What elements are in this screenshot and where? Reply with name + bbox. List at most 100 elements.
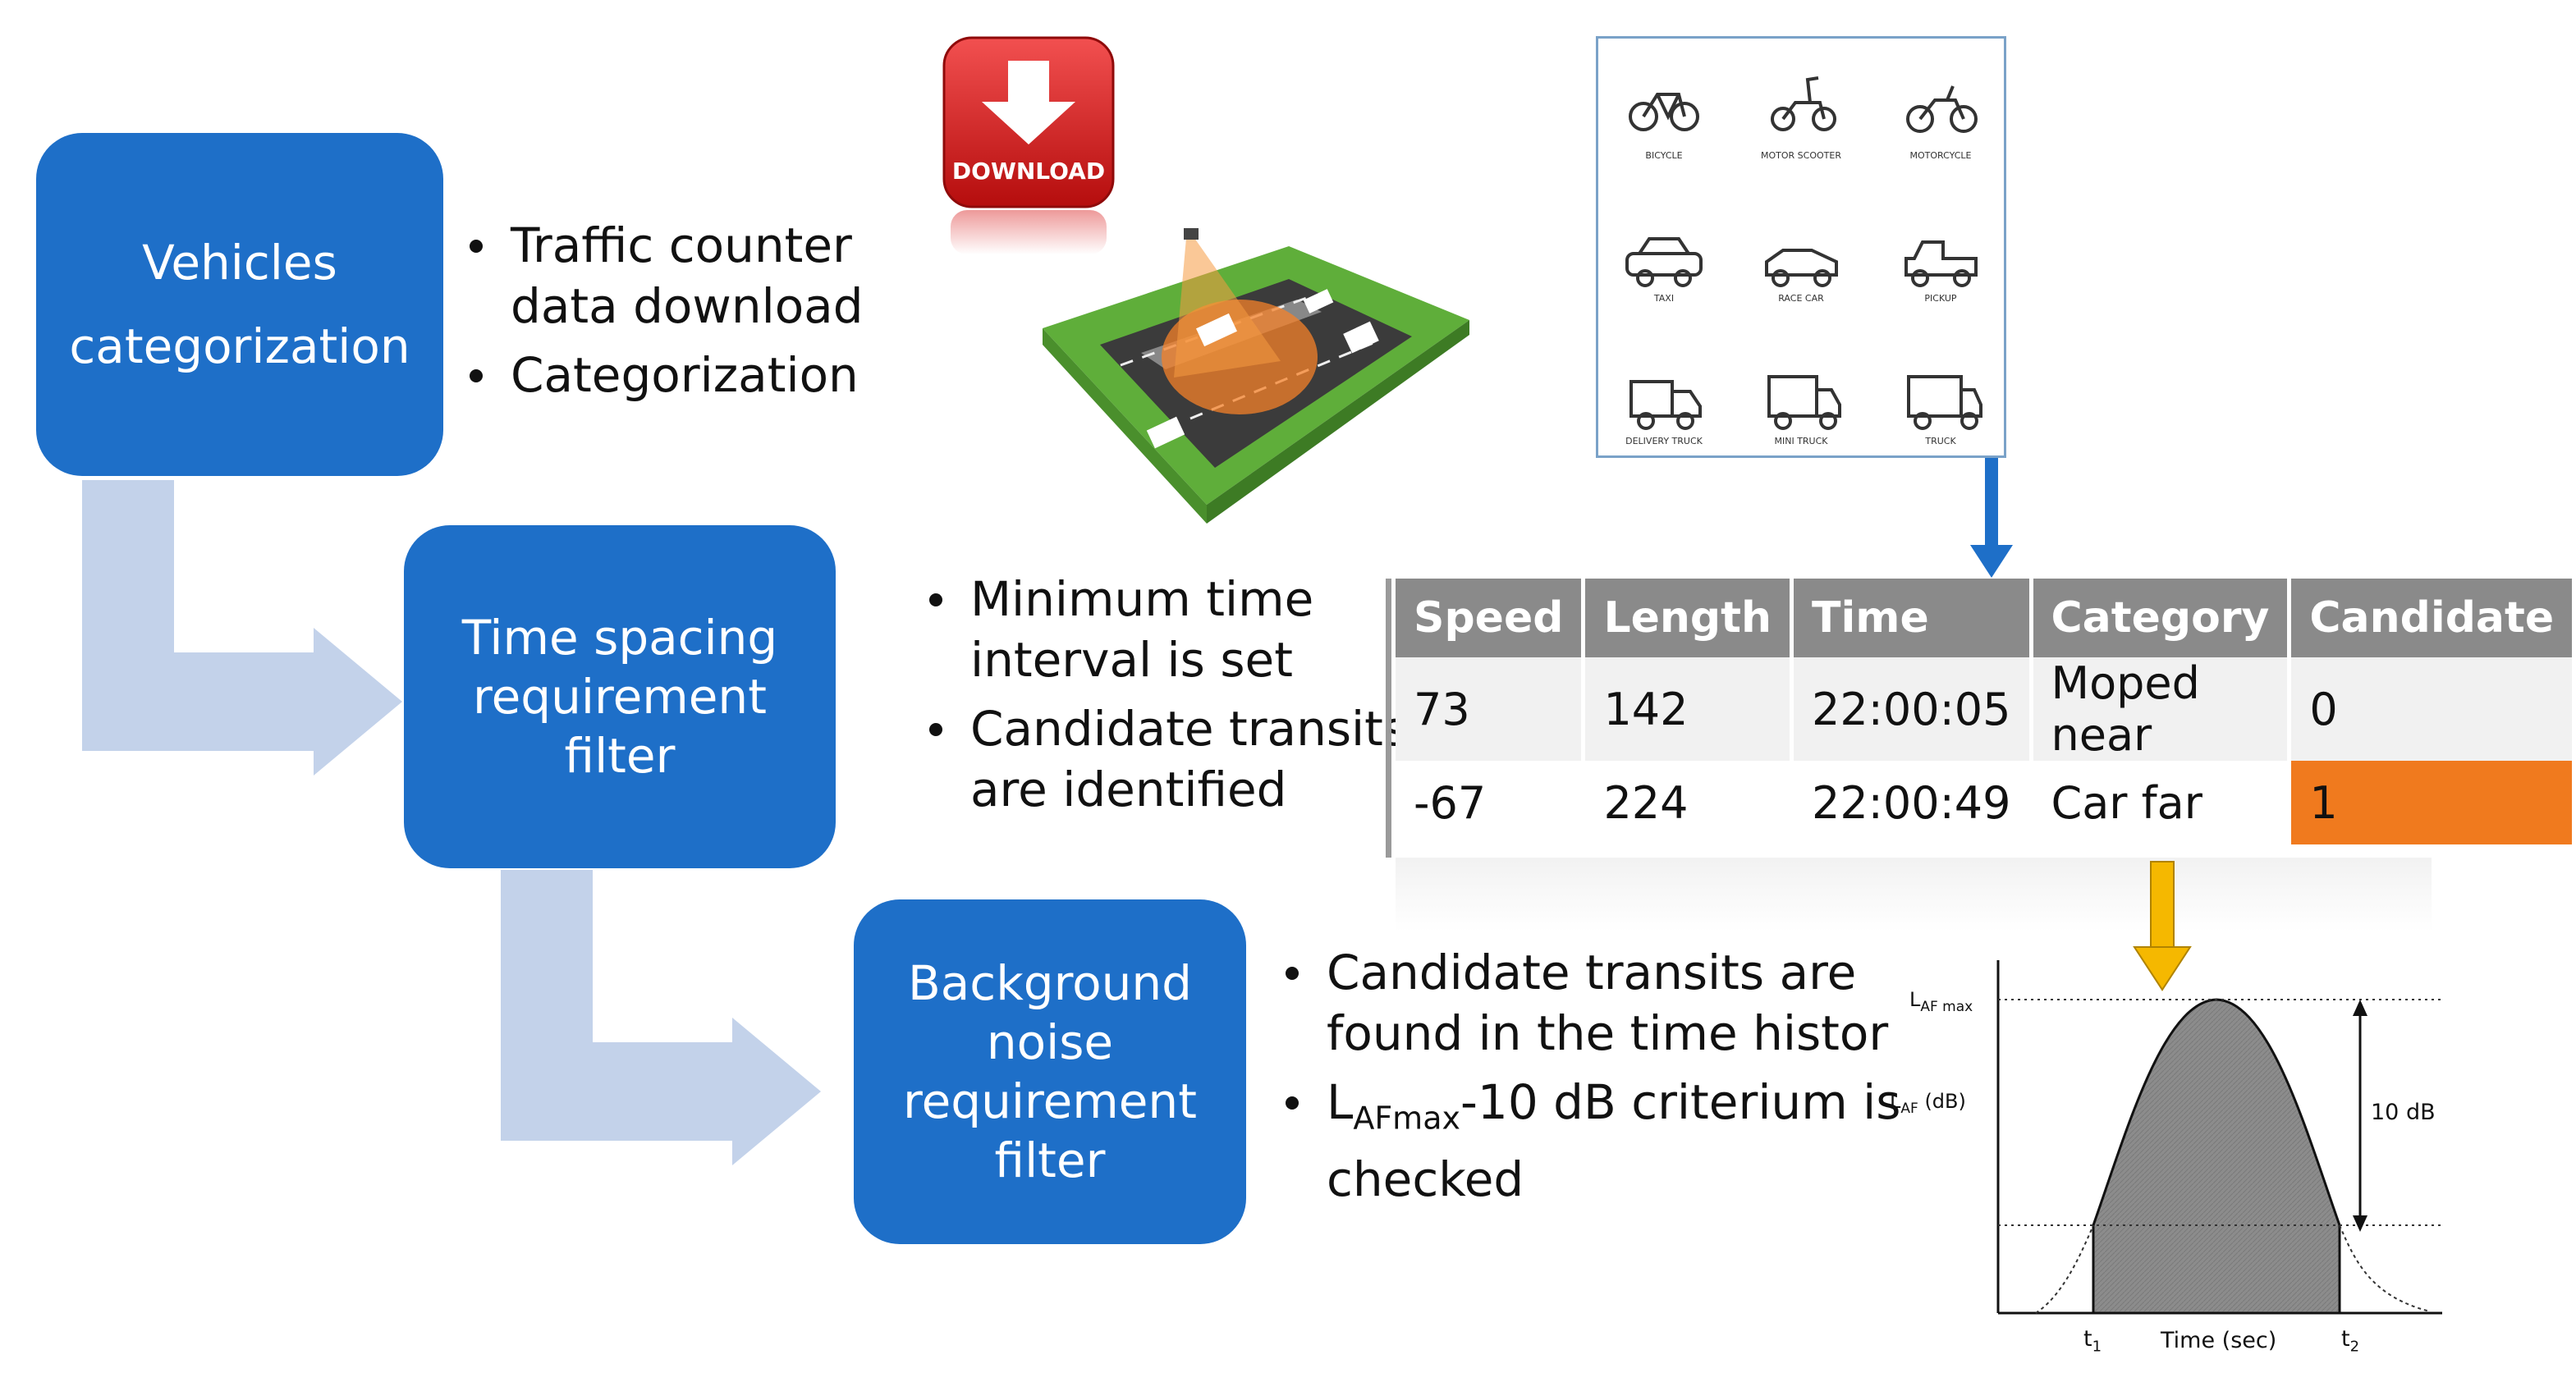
graph-label-sub: 1 <box>2092 1338 2102 1356</box>
bullet-text: are identified <box>970 762 1287 817</box>
mini-truck-icon <box>1767 375 1841 430</box>
bullet-item: Candidate transits <box>924 698 1408 759</box>
connector-arrow-2 <box>501 870 821 1165</box>
bullet-item: Candidate transits are <box>1281 942 1872 1003</box>
bicycle-icon <box>1629 93 1699 131</box>
graph-label-t1: t1 <box>2083 1326 2102 1355</box>
table-cell: 22:00:05 <box>1791 657 2033 761</box>
step-line: categorization <box>69 318 410 374</box>
icon-label: TAXI <box>1653 293 1675 304</box>
bullet-item: L AFmax-10 dB criterium is <box>1281 1072 1900 1149</box>
race-car-icon <box>1765 249 1838 287</box>
table-row: -67 224 22:00:49 Car far 1 <box>1396 761 2576 844</box>
bullet-text: data download <box>511 278 864 334</box>
column-header-length: Length <box>1583 579 1794 657</box>
noise-curve-tails <box>2035 1224 2431 1314</box>
delivery-truck-icon <box>1629 380 1702 430</box>
table-cell: 0 <box>2289 657 2576 761</box>
graph-label-text: L <box>1890 1090 1901 1113</box>
graph-label-text: t <box>2341 1326 2350 1352</box>
bullet-item: Minimum time <box>924 569 1408 629</box>
column-header-candidate: Candidate <box>2289 579 2576 657</box>
download-label: DOWNLOAD <box>951 158 1106 185</box>
graph-label-text: L <box>1909 988 1921 1011</box>
step-line: noise <box>986 1014 1114 1070</box>
bullet-text: found in the time histor <box>1327 1005 1889 1061</box>
bullet-text: Categorization <box>511 347 859 403</box>
column-header-category: Category <box>2031 579 2292 657</box>
table-cell: 22:00:49 <box>1791 761 2033 844</box>
transit-table: Speed Length Time Category Candidate 73 … <box>1396 579 2576 844</box>
bullet-continuation: interval is set <box>924 629 1408 690</box>
bullet-continuation: are identified <box>924 759 1408 820</box>
step-line: requirement <box>473 669 767 725</box>
bullet-continuation: data download <box>465 276 864 336</box>
noise-curve-area <box>2092 998 2341 1315</box>
table-cell: 73 <box>1396 657 1586 761</box>
motorcycle-icon <box>1906 85 1978 133</box>
graph-label-sub: AF <box>1900 1100 1918 1117</box>
table-header-row: Speed Length Time Category Candidate <box>1396 579 2576 657</box>
bullet-subscript: AFmax <box>1353 1100 1460 1137</box>
candidate-table: Speed Length Time Category Candidate 73 … <box>1386 579 2576 858</box>
scooter-icon <box>1771 76 1836 131</box>
icon-label: MINI TRUCK <box>1774 436 1828 446</box>
icon-label: MOTORCYCLE <box>1909 150 1972 161</box>
arrow-down-blue <box>1970 458 2013 578</box>
step-line: requirement <box>903 1073 1197 1129</box>
road-counter-illustration <box>1043 228 1469 524</box>
graph-label-text: (dB) <box>1924 1090 1966 1113</box>
flow-connectors <box>82 480 821 1165</box>
icon-label: TRUCK <box>1925 436 1956 446</box>
bullet-continuation: found in the time histor <box>1281 1003 1888 1064</box>
table-row: 73 142 22:00:05 Moped near 0 <box>1396 657 2576 761</box>
graph-label-laf: LAF (dB) <box>1890 1090 1966 1117</box>
time-history-graph <box>1996 960 2442 1315</box>
taxi-icon <box>1625 237 1703 287</box>
table-cell: 142 <box>1583 657 1794 761</box>
table-cell-highlighted: 1 <box>2289 761 2576 844</box>
step-line: Time spacing <box>461 610 778 666</box>
step-line: Background <box>907 955 1192 1011</box>
bullet-text: -10 dB criterium is <box>1460 1074 1901 1130</box>
graph-label-sub: 2 <box>2349 1338 2360 1356</box>
vehicle-icons-panel: BICYCLE MOTOR SCOOTER MOTORCYCLE TAXI RA… <box>1596 36 2006 458</box>
step-line: filter <box>994 1133 1106 1188</box>
icon-label: RACE CAR <box>1778 293 1824 304</box>
table-reflection <box>1396 858 2432 931</box>
graph-label-delta: 10 dB <box>2371 1100 2436 1125</box>
table-cell: Car far <box>2031 761 2292 844</box>
graph-label-sub: AF max <box>1920 998 1973 1015</box>
icon-label: DELIVERY TRUCK <box>1625 436 1703 446</box>
step-vehicles-categorization: Vehicles categorization <box>36 133 443 476</box>
table-cell: 224 <box>1583 761 1794 844</box>
icon-label: MOTOR SCOOTER <box>1761 150 1841 161</box>
bullet-item: Traffic counter <box>465 215 864 276</box>
step-line: filter <box>564 728 676 784</box>
bullets-step-2: Minimum time interval is set Candidate t… <box>924 569 1408 820</box>
truck-icon <box>1907 375 1982 430</box>
graph-label-t2: t2 <box>2341 1326 2359 1355</box>
table-cell: Moped near <box>2031 657 2292 761</box>
connector-arrow-1 <box>82 480 402 776</box>
bullet-text: Minimum time <box>970 571 1314 627</box>
icon-label: PICKUP <box>1924 293 1957 304</box>
vehicle-icons-grid <box>1625 76 1982 430</box>
table-left-rule <box>1386 579 1391 858</box>
download-icon: DOWNLOAD <box>942 36 1115 258</box>
icon-label: BICYCLE <box>1645 150 1683 161</box>
bullets-step-3: Candidate transits are found in the time… <box>1281 942 1900 1210</box>
bullet-continuation: checked <box>1281 1149 1872 1210</box>
step-line: Vehicles <box>142 235 337 291</box>
graph-xlabel: Time (sec) <box>2161 1328 2277 1353</box>
pickup-icon <box>1904 240 1978 287</box>
arrow-down-yellow <box>2133 861 2192 991</box>
bullet-text: Candidate transits are <box>1327 945 1857 1000</box>
bullet-text: checked <box>1327 1151 1524 1207</box>
graph-label-text: t <box>2083 1326 2092 1352</box>
table-cell: -67 <box>1396 761 1586 844</box>
column-header-speed: Speed <box>1396 579 1586 657</box>
bullets-step-1: Traffic counter data download Categoriza… <box>465 215 864 405</box>
